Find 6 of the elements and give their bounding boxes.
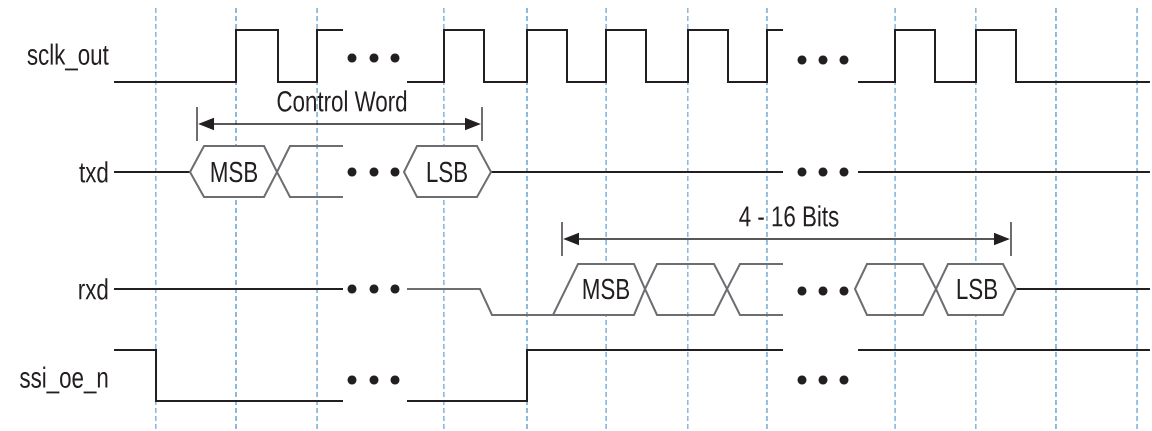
signal-name: rxd: [79, 278, 108, 300]
dimension-label: 4 - 16 Bits: [739, 205, 839, 227]
signal-name: sclk_out: [27, 43, 109, 71]
signal-name: txd: [79, 161, 108, 183]
signal-name: ssi_oe_n: [20, 366, 108, 394]
dimension-label: Control Word: [277, 90, 407, 112]
